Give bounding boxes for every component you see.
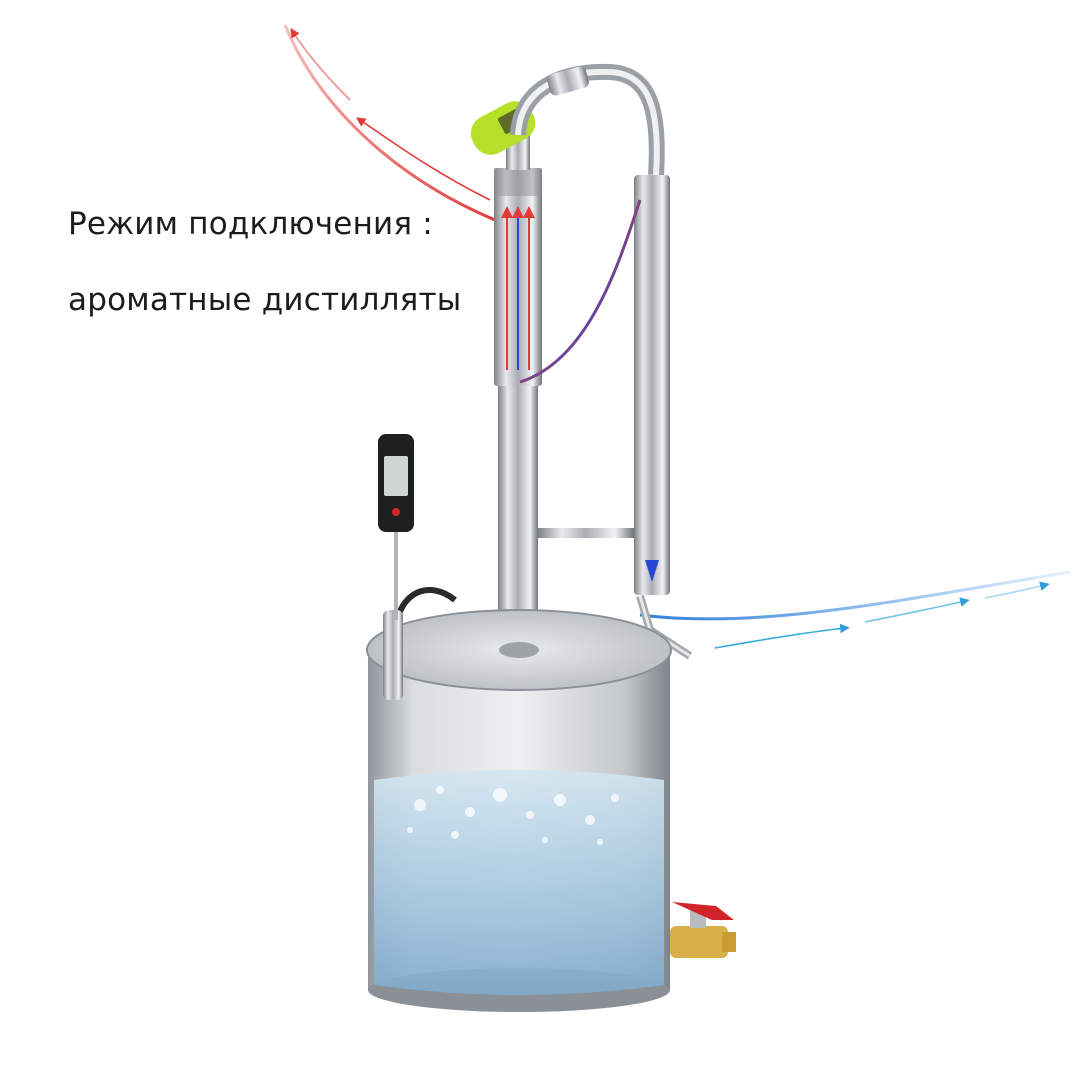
ball-valve-icon xyxy=(670,902,736,958)
distillation-column xyxy=(494,130,542,660)
digital-probe-thermometer-icon xyxy=(378,434,457,700)
cold-outflow xyxy=(639,570,1071,649)
boiler-tank xyxy=(366,609,672,1012)
coolant-transfer-line xyxy=(519,199,642,384)
hot-exhaust-flow xyxy=(283,24,496,222)
caption-line-1: Режим подключения : xyxy=(68,206,433,242)
vapor-pipe xyxy=(510,63,665,176)
caption-line-2: ароматные дистилляты xyxy=(68,282,462,318)
water-bubbles xyxy=(407,786,619,845)
condenser-tube xyxy=(538,175,693,660)
